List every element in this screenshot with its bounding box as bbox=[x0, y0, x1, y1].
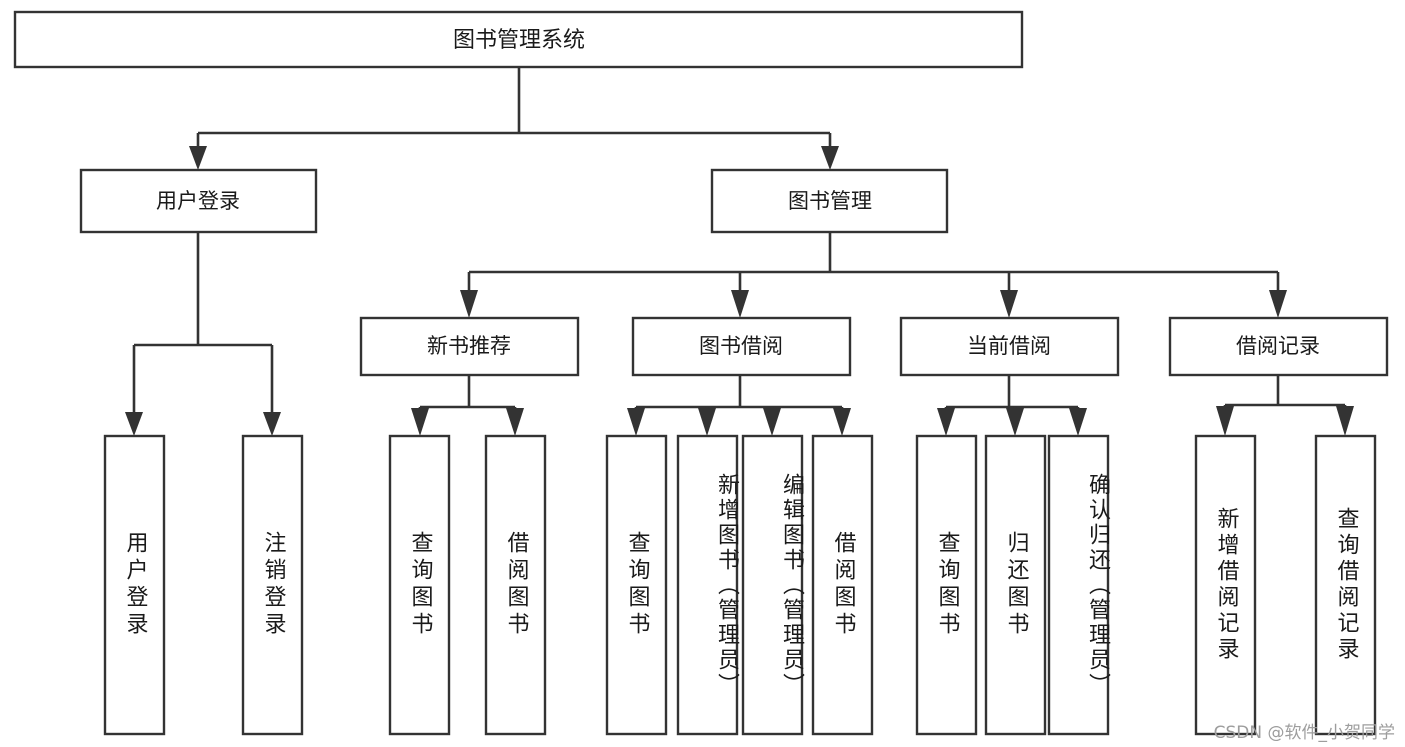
arrowhead-leaf-borrow-book-2 bbox=[833, 408, 851, 436]
node-new-book-rec[interactable] bbox=[359, 316, 580, 377]
node-borrow-record-label: 借阅记录 bbox=[1236, 334, 1320, 358]
node-leaf-user-login[interactable] bbox=[103, 434, 166, 736]
arrowhead-book-mgmt bbox=[821, 146, 839, 170]
node-leaf-borrow-book-1[interactable] bbox=[484, 434, 547, 736]
arrowhead-leaf-query-book-1 bbox=[411, 408, 429, 436]
node-root[interactable] bbox=[13, 10, 1024, 69]
node-new-book-rec-label: 新书推荐 bbox=[427, 334, 511, 358]
arrowhead-user-login bbox=[189, 146, 207, 170]
node-root-label: 图书管理系统 bbox=[453, 28, 585, 53]
arrowhead-leaf-borrow-book-1 bbox=[506, 408, 524, 436]
connectors-group bbox=[125, 67, 1354, 436]
node-book-borrow[interactable] bbox=[631, 316, 852, 377]
node-leaf-query-book-2[interactable] bbox=[605, 434, 668, 736]
arrowhead-borrow-record bbox=[1269, 290, 1287, 318]
node-user-login-label: 用户登录 bbox=[156, 189, 240, 213]
node-book-borrow-label: 图书借阅 bbox=[699, 334, 783, 358]
node-leaf-add-book[interactable] bbox=[676, 434, 739, 736]
node-current-borrow-label: 当前借阅 bbox=[967, 334, 1051, 358]
node-leaf-query-record[interactable] bbox=[1314, 434, 1377, 736]
arrowhead-leaf-add-book bbox=[698, 408, 716, 436]
node-leaf-confirm-return[interactable] bbox=[1047, 434, 1110, 736]
node-leaf-return-book[interactable] bbox=[984, 434, 1047, 736]
node-leaf-add-record[interactable] bbox=[1194, 434, 1257, 736]
arrowhead-leaf-confirm-return bbox=[1069, 408, 1087, 436]
node-leaf-query-book-3[interactable] bbox=[915, 434, 978, 736]
arrowhead-leaf-user-login bbox=[125, 412, 143, 436]
arrowhead-leaf-query-record bbox=[1336, 406, 1354, 436]
node-leaf-edit-book[interactable] bbox=[741, 434, 804, 736]
node-leaf-borrow-book-2[interactable] bbox=[811, 434, 874, 736]
arrowhead-leaf-return-book bbox=[1006, 408, 1024, 436]
arrowhead-leaf-query-book-2 bbox=[627, 408, 645, 436]
node-leaf-query-book-1[interactable] bbox=[388, 434, 451, 736]
node-leaf-logout[interactable] bbox=[241, 434, 304, 736]
arrowhead-leaf-logout bbox=[263, 412, 281, 436]
arrowhead-new-book-rec bbox=[460, 290, 478, 318]
arrowhead-leaf-add-record bbox=[1216, 406, 1234, 436]
node-current-borrow[interactable] bbox=[899, 316, 1120, 377]
node-book-mgmt[interactable] bbox=[710, 168, 949, 234]
node-book-mgmt-label: 图书管理 bbox=[788, 189, 872, 213]
node-user-login[interactable] bbox=[79, 168, 318, 234]
arrowhead-book-borrow bbox=[731, 290, 749, 318]
arrowhead-current-borrow bbox=[1000, 290, 1018, 318]
node-borrow-record[interactable] bbox=[1168, 316, 1389, 377]
arrowhead-leaf-query-book-3 bbox=[937, 408, 955, 436]
arrowhead-leaf-edit-book bbox=[763, 408, 781, 436]
csdn-watermark: CSDN @软件_小贺同学 bbox=[1213, 723, 1395, 743]
nodes-group: 图书管理系统 用户登录 图书管理 新书推荐 图书借阅 当前借阅 借阅记录 bbox=[13, 10, 1389, 736]
